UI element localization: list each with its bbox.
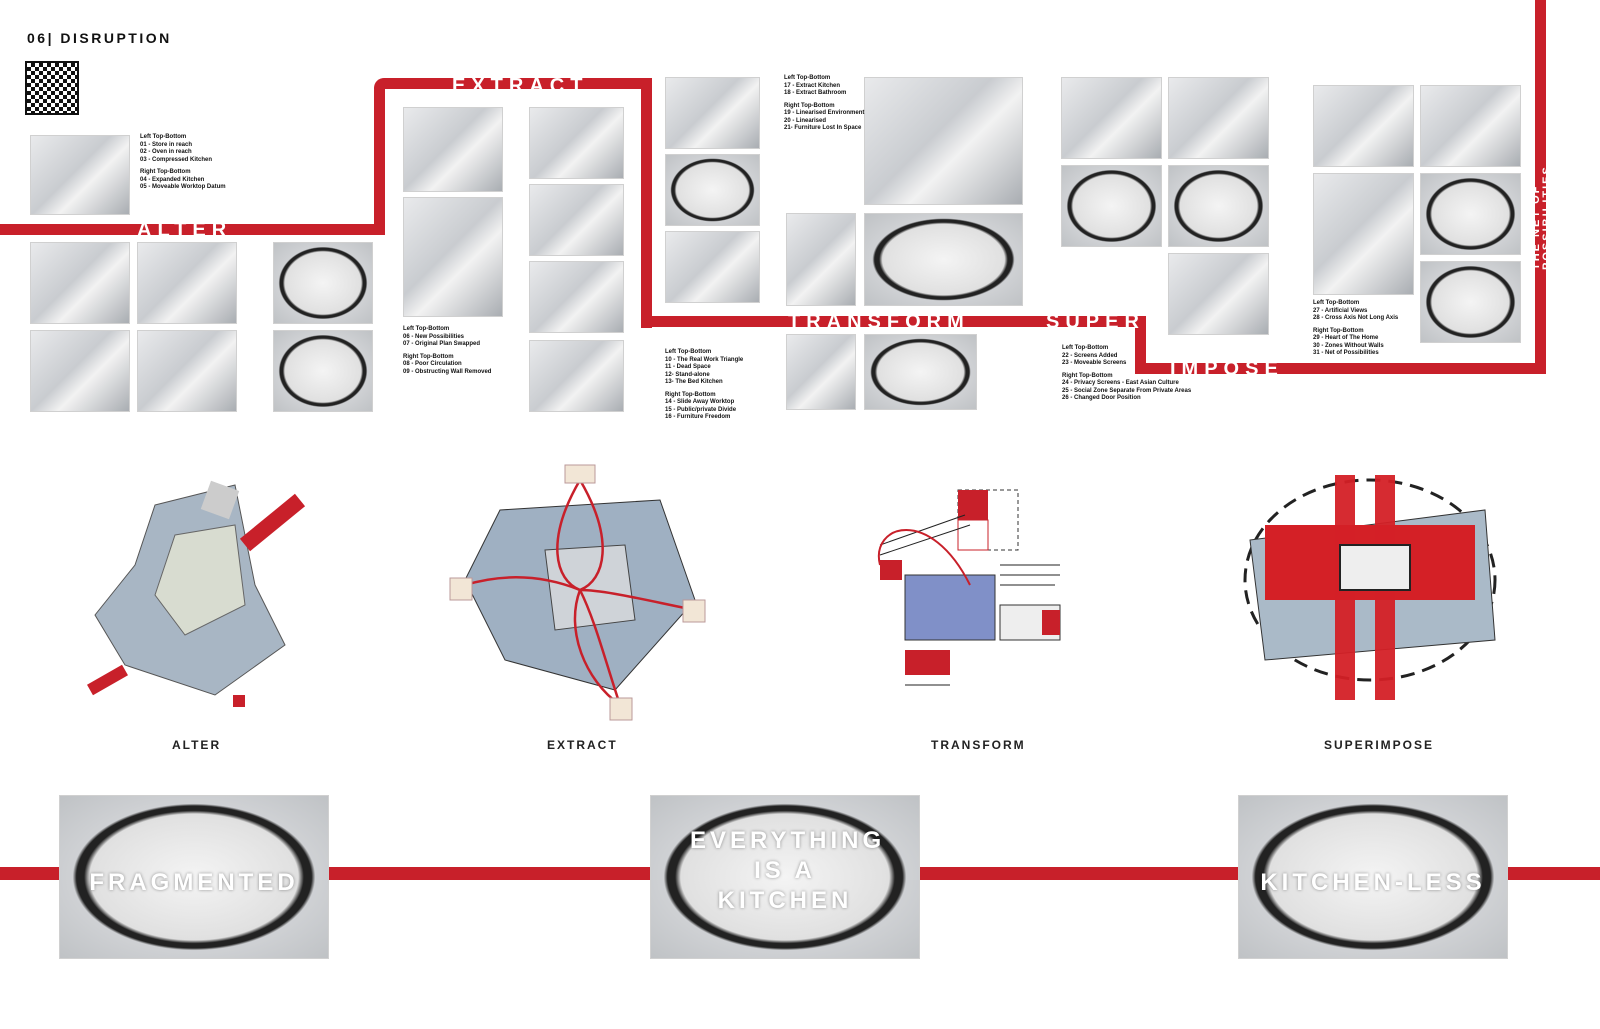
model-photo xyxy=(1168,253,1269,335)
model-photo xyxy=(1420,173,1521,255)
stage-extract: EXTRACT xyxy=(452,75,589,97)
model-photo xyxy=(529,184,624,256)
model-photo xyxy=(403,107,503,192)
model-photo xyxy=(1061,77,1162,159)
model-photo xyxy=(1420,85,1521,167)
model-photo xyxy=(665,231,760,303)
model-photo xyxy=(529,340,624,412)
superimpose-diagram xyxy=(1243,475,1497,700)
model-photo xyxy=(786,213,856,306)
extract-diagram xyxy=(449,464,706,721)
model-photo xyxy=(1168,77,1269,159)
model-photo xyxy=(30,242,130,324)
model-photo xyxy=(864,334,977,410)
diagram-label-extract: EXTRACT xyxy=(547,738,618,752)
diagram-label-alter: ALTER xyxy=(172,738,222,752)
path-line xyxy=(1135,363,1546,374)
path-line xyxy=(641,78,652,328)
model-photo xyxy=(1420,261,1521,343)
model-photo xyxy=(529,107,624,179)
model-photo xyxy=(786,334,856,410)
model-photo xyxy=(137,242,237,324)
transform-diagram xyxy=(877,489,1061,686)
model-photo xyxy=(273,330,373,412)
model-photo xyxy=(665,154,760,226)
model-photo xyxy=(1313,85,1414,167)
outcome-photo-kitchenless xyxy=(1238,795,1508,959)
diagram-label-transform: TRANSFORM xyxy=(931,738,1026,752)
qr-code-icon xyxy=(25,61,79,115)
model-photo xyxy=(403,197,503,317)
stage-impose: IMPOSE xyxy=(1170,358,1284,380)
path-line xyxy=(374,80,385,235)
stage-net: THE NET OF POSSIBILITIES xyxy=(1530,165,1553,270)
model-photo xyxy=(1313,173,1414,295)
path-line xyxy=(641,316,1146,327)
path-line xyxy=(1135,316,1146,374)
outcome-photo-fragmented xyxy=(59,795,329,959)
model-photo xyxy=(1061,165,1162,247)
model-photo xyxy=(529,261,624,333)
model-photo xyxy=(273,242,373,324)
alter-diagram xyxy=(87,480,306,707)
path-line xyxy=(0,224,385,235)
outcome-photo-everything xyxy=(650,795,920,959)
path-line xyxy=(374,78,652,89)
model-photo xyxy=(30,135,130,215)
stage-alter: ALTER xyxy=(137,219,233,241)
diagram-label-superimpose: SUPERIMPOSE xyxy=(1324,738,1435,752)
stage-super: SUPER xyxy=(1046,311,1145,333)
stage-transform: TRANSFORM xyxy=(788,311,970,333)
outcome-label-fragmented: FRAGMENTED xyxy=(89,869,299,896)
outcome-label-kitchenless: KITCHEN-LESS xyxy=(1260,869,1486,896)
outcome-label-everything: EVERYTHING IS A KITCHEN xyxy=(690,827,886,914)
model-photo xyxy=(30,330,130,412)
path-line xyxy=(1535,0,1546,374)
page-title: 06| DISRUPTION xyxy=(27,30,172,46)
model-photo xyxy=(864,213,1023,306)
model-photo xyxy=(864,77,1023,205)
model-photo xyxy=(137,330,237,412)
model-photo xyxy=(1168,165,1269,247)
model-photo xyxy=(665,77,760,149)
